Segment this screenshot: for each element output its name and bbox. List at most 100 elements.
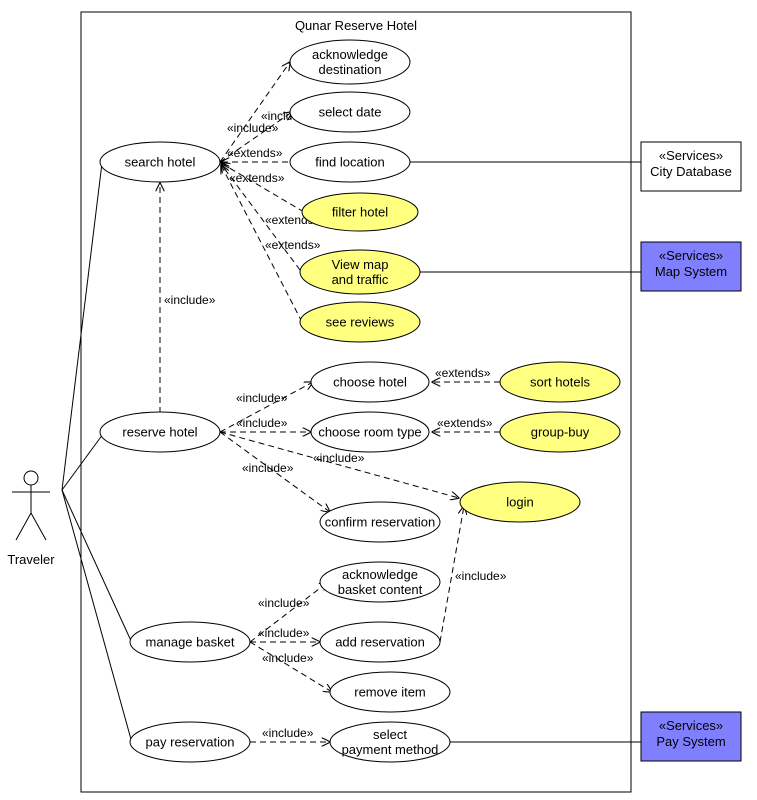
- actor-associations: [61, 162, 133, 744]
- use-case-see-reviews[interactable]: see reviews: [299, 301, 421, 343]
- use-case-login[interactable]: login: [459, 481, 581, 523]
- service-box: [640, 141, 742, 192]
- dependencies-search: [160, 62, 305, 413]
- dependency-labels: «include» «include» «extends» «extends» …: [164, 109, 507, 740]
- service-associations: [410, 161, 641, 743]
- label-extends: «extends»: [265, 238, 321, 252]
- use-case-choose-room-type[interactable]: choose room type: [310, 411, 430, 453]
- service-city-database[interactable]: «Services»City Database: [640, 141, 742, 192]
- use-case-find-location[interactable]: find location: [289, 141, 411, 183]
- use-case-label: group-buy: [531, 425, 590, 440]
- use-case-search-hotel[interactable]: search hotel: [99, 141, 221, 183]
- use-case-ellipse: [129, 621, 251, 663]
- use-case-label: acknowledge: [312, 47, 388, 62]
- use-case-ellipse: [299, 301, 421, 343]
- label-extends: «extends»: [437, 416, 493, 430]
- service-pay-system[interactable]: «Services»Pay System: [640, 711, 742, 762]
- use-case-ellipse: [289, 39, 411, 85]
- use-case-label: acknowledge: [342, 567, 418, 582]
- use-case-label: remove item: [354, 685, 426, 700]
- service-label: Map System: [655, 264, 727, 279]
- label-include: «include»: [242, 461, 294, 475]
- service-label: «Services»: [659, 248, 723, 263]
- use-case-label: and traffic: [332, 272, 389, 287]
- service-label: «Services»: [659, 718, 723, 733]
- use-case-label: pay reservation: [146, 735, 235, 750]
- use-case-choose-hotel[interactable]: choose hotel: [310, 361, 430, 403]
- label-extends: «extends»: [435, 366, 491, 380]
- label-include: «include»: [227, 121, 279, 135]
- label-include: «include»: [258, 626, 310, 640]
- use-case-ellipse: [459, 481, 581, 523]
- use-case-ellipse: [329, 721, 451, 763]
- use-case-ellipse: [499, 361, 621, 403]
- service-label: City Database: [650, 164, 732, 179]
- use-case-ellipse: [289, 141, 411, 183]
- use-case-label: select: [373, 727, 407, 742]
- use-case-ellipse: [301, 192, 419, 232]
- service-box: [640, 711, 742, 762]
- use-case-ellipse: [289, 91, 411, 133]
- system-title: Qunar Reserve Hotel: [295, 18, 417, 33]
- use-case-ellipse: [99, 411, 221, 453]
- use-case-ellipse: [310, 411, 430, 453]
- use-case-pay-reservation[interactable]: pay reservation: [129, 721, 251, 763]
- dependencies-reserve: [219, 382, 500, 512]
- label-include: «include»: [164, 293, 216, 307]
- label-extends: «extends»: [229, 171, 285, 185]
- use-case-sort-hotels[interactable]: sort hotels: [499, 361, 621, 403]
- service-map-system[interactable]: «Services»Map System: [640, 241, 742, 292]
- label-include: «include»: [455, 569, 507, 583]
- use-case-label: payment method: [342, 742, 439, 757]
- use-case-reserve-hotel[interactable]: reserve hotel: [99, 411, 221, 453]
- use-case-label: filter hotel: [332, 205, 388, 220]
- use-case-ellipse: [319, 621, 441, 663]
- use-case-label: select date: [319, 105, 382, 120]
- service-label: «Services»: [659, 148, 723, 163]
- use-case-confirm-reservation[interactable]: confirm reservation: [319, 501, 441, 543]
- use-case-label: see reviews: [326, 315, 395, 330]
- use-case-select-date[interactable]: select date: [289, 91, 411, 133]
- label-include: «include»: [262, 726, 314, 740]
- use-case-label: find location: [315, 155, 384, 170]
- use-case-ellipse: [299, 249, 421, 295]
- use-case-label: reserve hotel: [122, 425, 197, 440]
- actor-label: Traveler: [7, 552, 55, 567]
- label-include: «include»: [236, 416, 288, 430]
- use-case-label: destination: [319, 62, 382, 77]
- use-case-label: add reservation: [335, 635, 425, 650]
- label-include: «include»: [258, 596, 310, 610]
- use-case-add-reservation[interactable]: add reservation: [319, 621, 441, 663]
- use-case-label: View map: [332, 257, 389, 272]
- use-case-remove-item[interactable]: remove item: [329, 671, 451, 713]
- service-label: Pay System: [656, 734, 725, 749]
- actor-head: [23, 470, 39, 486]
- label-include: «include»: [262, 651, 314, 665]
- label-include: «include»: [236, 391, 288, 405]
- use-case-filter-hotel[interactable]: filter hotel: [301, 192, 419, 232]
- use-case-label: basket content: [338, 582, 423, 597]
- use-case-label: choose hotel: [333, 375, 407, 390]
- use-case-label: login: [506, 495, 533, 510]
- use-case-ellipse: [310, 361, 430, 403]
- actor-traveler[interactable]: Traveler: [7, 470, 55, 567]
- use-case-manage-basket[interactable]: manage basket: [129, 621, 251, 663]
- use-case-label: sort hotels: [530, 375, 590, 390]
- use-case-ellipse: [319, 561, 441, 603]
- label-include: «include»: [313, 451, 365, 465]
- use-case-group-buy[interactable]: group-buy: [499, 411, 621, 453]
- label-extends: «extends»: [227, 146, 283, 160]
- use-case-ellipse: [499, 411, 621, 453]
- external-services: «Services»City Database«Services»Map Sys…: [640, 141, 742, 762]
- use-case-label: confirm reservation: [325, 515, 436, 530]
- use-case-label: choose room type: [318, 425, 421, 440]
- use-case-label: manage basket: [146, 635, 235, 650]
- use-case-ellipse: [129, 721, 251, 763]
- use-case-ellipse: [319, 501, 441, 543]
